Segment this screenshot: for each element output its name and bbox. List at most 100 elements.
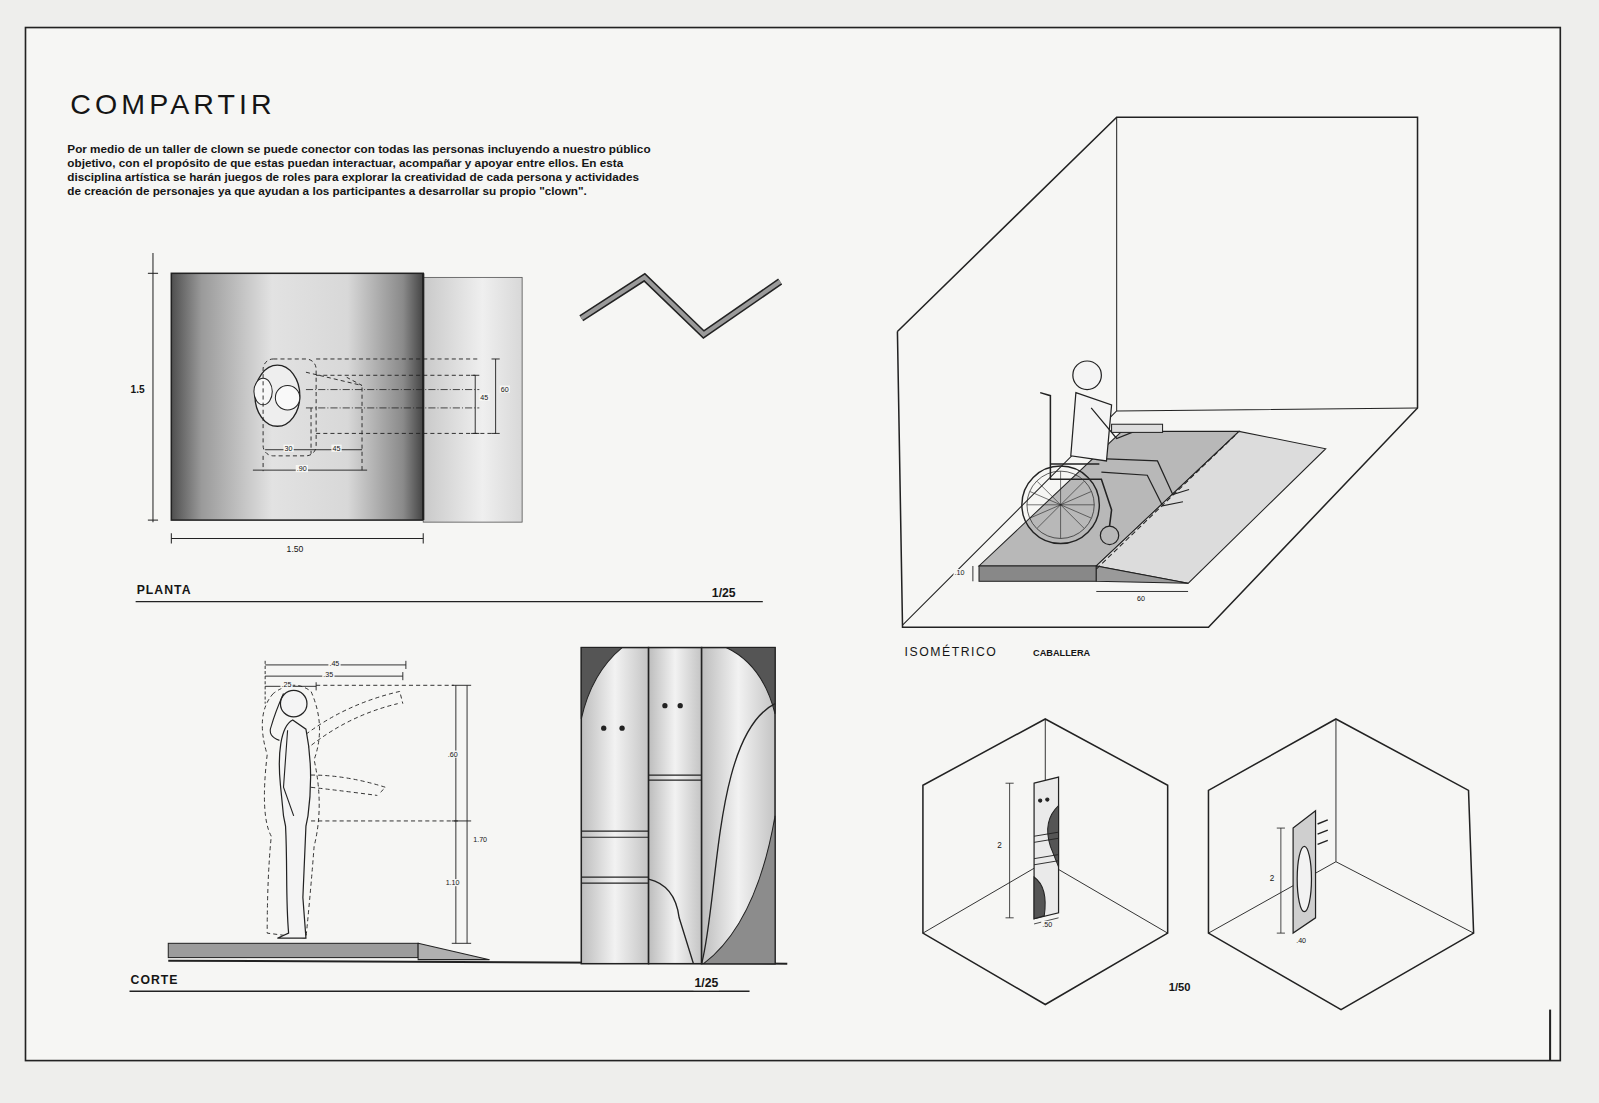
sheet-title: COMPARTIR xyxy=(69,90,276,120)
dimension: 1.50 xyxy=(286,545,305,554)
zigzag-symbol xyxy=(581,277,780,334)
isometric-view xyxy=(1096,566,1188,583)
section-view xyxy=(662,703,667,708)
dimension: .90 xyxy=(296,465,308,472)
scale-label: 1/25 xyxy=(711,586,737,599)
plan-view xyxy=(423,533,424,543)
isometric-view xyxy=(979,566,1096,581)
hexagon-view xyxy=(1034,777,1058,919)
dimension: 45 xyxy=(479,394,489,401)
isometric-view xyxy=(897,117,1417,627)
section-view xyxy=(311,820,461,821)
dimension: .50 xyxy=(1041,921,1053,928)
section-view xyxy=(601,725,606,730)
section-view xyxy=(452,943,471,944)
sheet-frame xyxy=(1549,1010,1551,1061)
dimension: 30 xyxy=(284,445,294,452)
dimension: 1.70 xyxy=(472,836,488,843)
section-view xyxy=(581,648,648,964)
isometric-view xyxy=(1022,466,1100,544)
isometric-view xyxy=(1096,591,1188,592)
plan-view xyxy=(253,470,367,471)
dimension: 60 xyxy=(500,385,510,392)
dimension: 60 xyxy=(1136,595,1146,602)
dimension: .45 xyxy=(328,660,340,667)
view-title: ISOMÉTRICO xyxy=(904,646,999,659)
isometric-view xyxy=(1071,393,1112,461)
section-view xyxy=(270,693,293,815)
plan-view xyxy=(171,538,423,539)
hexagon-view xyxy=(1034,832,1058,865)
plan-view xyxy=(306,407,479,408)
hexagon-view xyxy=(923,719,1168,1005)
hexagon-view xyxy=(923,719,1474,1010)
isometric-view xyxy=(972,566,973,581)
section-view xyxy=(581,837,648,838)
hexagon-view xyxy=(1293,811,1315,933)
title-underlines xyxy=(136,601,763,602)
section-view xyxy=(702,704,775,964)
dimension: .25 xyxy=(280,681,292,688)
plan-view xyxy=(171,273,423,520)
view-title: CORTE xyxy=(130,974,180,987)
plan-view xyxy=(492,433,500,434)
isometric-view xyxy=(1112,424,1163,432)
sheet-frame xyxy=(25,28,1560,1061)
zigzag-symbol xyxy=(581,277,780,334)
plan-view xyxy=(263,456,264,471)
section-view xyxy=(452,685,471,686)
section-view xyxy=(581,883,648,884)
view-subtitle: CABALLERA xyxy=(1032,649,1091,659)
section-view xyxy=(262,685,319,938)
plan-view xyxy=(495,359,496,433)
plan-view xyxy=(148,253,423,544)
isometric-view xyxy=(1027,471,1094,538)
scale-label: 1/25 xyxy=(693,977,719,990)
section-view xyxy=(265,661,266,704)
section-view xyxy=(678,703,683,708)
dimension: 1.10 xyxy=(445,879,461,886)
hexagon-view xyxy=(1006,783,1059,924)
plan-view xyxy=(275,385,299,409)
isometric-view xyxy=(1101,459,1189,506)
isometric-view xyxy=(1096,431,1325,583)
dimension: 2 xyxy=(1269,875,1276,884)
title-underlines xyxy=(130,991,750,992)
section-view xyxy=(581,831,648,832)
section-view xyxy=(649,780,702,781)
section-view xyxy=(702,648,775,964)
section-view xyxy=(418,943,489,959)
plan-view xyxy=(263,359,316,456)
section-view xyxy=(649,879,694,964)
dimension: 45 xyxy=(331,445,341,452)
hexagon-view xyxy=(1297,846,1311,911)
hexagon-view xyxy=(1034,806,1058,919)
isometric-view xyxy=(1073,361,1102,390)
section-view xyxy=(726,648,775,714)
plan-view xyxy=(316,375,475,376)
plan-view xyxy=(316,433,495,434)
hexagon-view xyxy=(1208,719,1473,1010)
hexagon-view xyxy=(923,719,1168,933)
section-view xyxy=(405,661,406,669)
plan-view xyxy=(265,449,362,450)
plan-view xyxy=(311,408,312,454)
description-text: Por medio de un taller de clown se puede… xyxy=(66,143,654,198)
zigzag-symbol xyxy=(581,277,780,334)
section-view xyxy=(467,685,468,943)
dimension: 2 xyxy=(996,842,1003,851)
section-view xyxy=(452,820,471,821)
dimension: .10 xyxy=(954,569,966,576)
plan-view xyxy=(148,253,522,544)
section-view xyxy=(704,816,775,964)
plan-view xyxy=(492,358,500,359)
isometric-view xyxy=(1100,526,1118,544)
section-view xyxy=(649,648,702,964)
section-view xyxy=(581,876,648,877)
plan-view xyxy=(171,533,172,543)
isometric-view xyxy=(903,117,1418,625)
plan-view xyxy=(306,390,479,408)
plan-view xyxy=(422,273,424,520)
scale-label: 1/50 xyxy=(1168,982,1192,994)
